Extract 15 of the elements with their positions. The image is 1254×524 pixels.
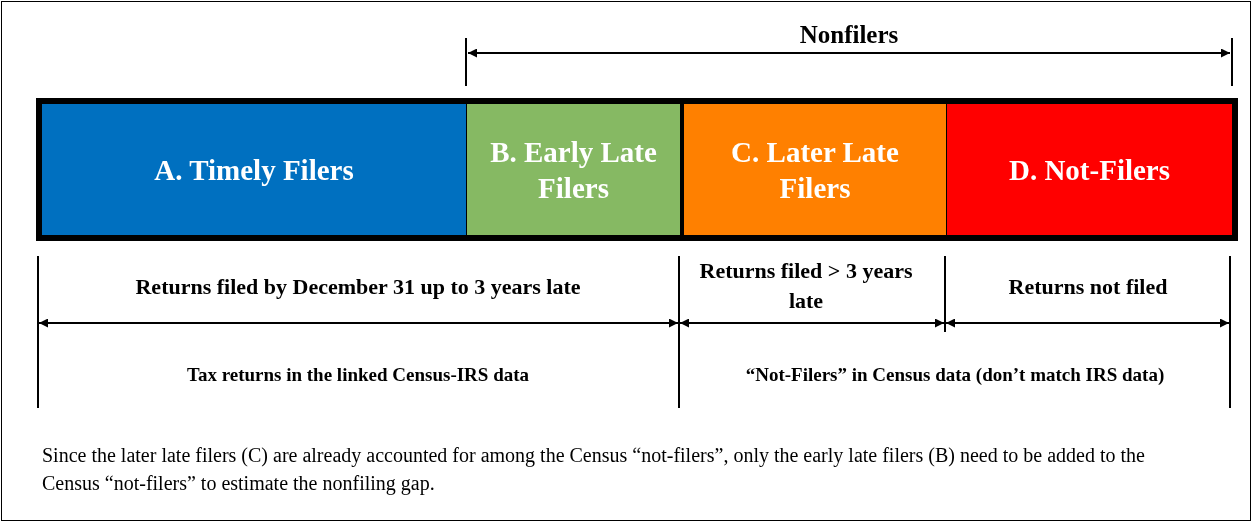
timely-segment xyxy=(42,104,466,235)
range-label: Returns not filed xyxy=(1007,273,1169,301)
segment-label: C. Later Late Filers xyxy=(730,134,900,206)
range-label: Returns filed by December 31 up to 3 years late xyxy=(134,273,582,301)
segment-label: A. Timely Filers xyxy=(154,152,354,188)
later-late-segment xyxy=(684,104,946,235)
range-label: “Not-Filers” in Census data (don’t match IRS data) xyxy=(744,363,1166,387)
range-label: Returns filed > 3 years late xyxy=(698,257,914,315)
range-label: Tax returns in the linked Census-IRS data xyxy=(185,363,531,387)
dimension-label: Nonfilers xyxy=(798,20,900,50)
segment-label: B. Early Late Filers xyxy=(489,134,658,206)
not-filers-segment xyxy=(947,104,1232,235)
early-late-segment xyxy=(467,104,680,235)
caption: Since the later late filers (C) are already accounted for among the Census “not-filers”, only the early late filers (B) need to be added to the Census “not-filers” to estimate the nonfiling gap. xyxy=(42,443,1146,497)
segment-label: D. Not-Filers xyxy=(1008,152,1171,188)
